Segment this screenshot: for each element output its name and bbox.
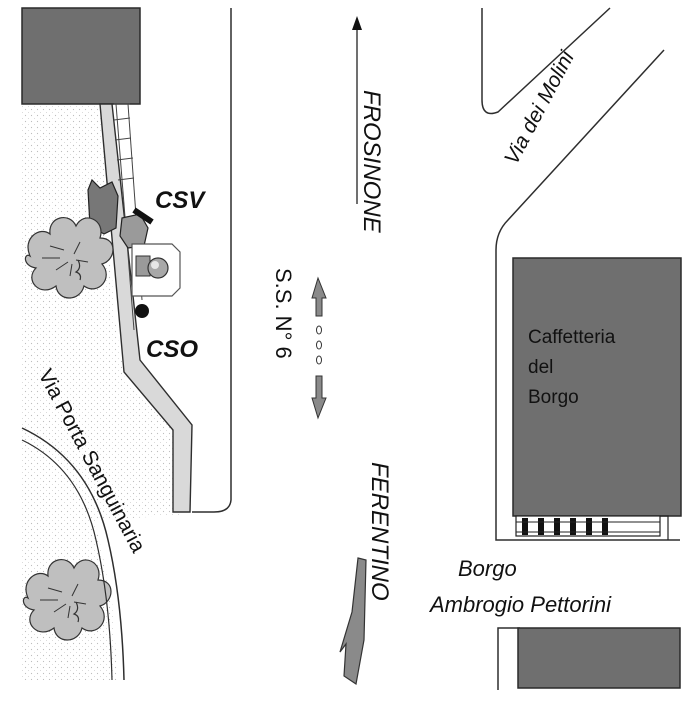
seating-strip [515,515,661,537]
north-arrow-icon [352,16,362,204]
label-highway: S.S. N° 6 [271,268,296,359]
building-bottom-right [517,627,681,689]
via-dei-molini-edge-left [481,7,611,115]
label-cso: CSO [146,336,198,363]
road-edge-left [192,8,232,513]
label-caffetteria-line-1: Caffetteria [528,327,616,348]
label-frosinone: FROSINONE [358,90,385,234]
csv-marker [132,207,154,225]
tree-icon [22,559,112,641]
label-ferentino: FERENTINO [366,462,393,601]
tree-icon [24,217,114,299]
direction-arrow-icon [339,557,367,686]
label-caffetteria-line-2: del [528,357,553,378]
label-borgo-line-1: Borgo [458,556,517,581]
left-ground-area [22,105,182,520]
building-top-left [21,7,141,105]
label-csv: CSV [155,187,206,214]
bidirectional-arrow-icon [311,276,327,420]
label-caffetteria-line-3: Borgo [528,387,579,408]
label-borgo-line-2: Ambrogio Pettorini [428,592,612,617]
camera-icon [131,243,181,297]
building-edge-right [660,515,669,540]
caffetteria-building [512,257,682,517]
via-porta-sanguinaria-edge-inner [21,439,113,681]
left-sidewalk [99,103,193,513]
via-dei-molini-edge-right [495,49,680,541]
label-via-dei-molini: Via dei Molini [500,46,579,168]
bottom-road-edge [497,627,520,690]
sensor-dot-icon [135,304,149,318]
via-porta-sanguinaria-edge-outer [21,427,125,681]
